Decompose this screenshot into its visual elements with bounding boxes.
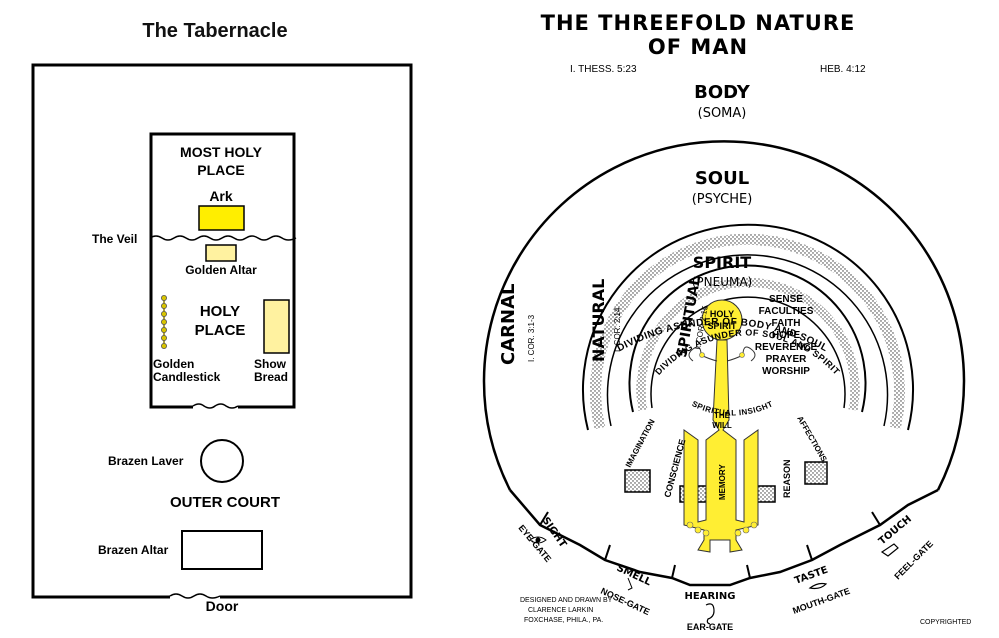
mouth-icon bbox=[808, 582, 828, 590]
ear-gate-label: EAR-GATE bbox=[687, 622, 733, 632]
spirit-ring-dots bbox=[636, 277, 860, 411]
door-label: Door bbox=[206, 598, 239, 614]
holy-spirit-label-2: SPIRIT bbox=[707, 321, 737, 331]
the-will-label-1: THE bbox=[714, 411, 731, 420]
door-curtain bbox=[169, 593, 221, 599]
body-circle bbox=[482, 140, 966, 491]
credit-line-2: CLARENCE LARKIN bbox=[528, 607, 593, 614]
spirit-ring-inner bbox=[650, 296, 846, 409]
holy-spirit-stream bbox=[683, 299, 759, 553]
show-bread-label-2: Bread bbox=[254, 370, 288, 384]
brazen-altar-box bbox=[181, 530, 263, 570]
soul-label: SOUL bbox=[695, 168, 749, 189]
show-bread-label-1: Show bbox=[254, 357, 287, 371]
candlestick-label-1: Golden bbox=[153, 357, 194, 371]
natural-label: NATURAL bbox=[589, 279, 608, 362]
carnal-label: CARNAL bbox=[498, 284, 519, 365]
most-holy-label-2: PLACE bbox=[197, 162, 244, 178]
spiritual-insight-label: SPIRITUAL INSIGHT bbox=[690, 399, 774, 417]
faculty-worship: WORSHIP bbox=[762, 366, 810, 377]
credit-line-1: DESIGNED AND DRAWN BY bbox=[520, 597, 613, 604]
spirit-greek-label: (PNEUMA) bbox=[692, 275, 753, 289]
reason-label: REASON bbox=[782, 459, 792, 498]
feel-gate-label: FEEL-GATE bbox=[892, 539, 935, 582]
carnal-ref: I. COR. 3:1-3 bbox=[527, 314, 536, 362]
imagination-label: IMAGINATION bbox=[624, 418, 657, 469]
copyright-label: COPYRIGHTED bbox=[920, 619, 971, 626]
soul-greek-label: (PSYCHE) bbox=[692, 192, 753, 207]
brazen-laver-circle bbox=[200, 439, 244, 483]
faculty-faculties: FACULTIES bbox=[759, 306, 814, 317]
tabernacle-diagram: MOST HOLY PLACE Ark The Veil Golden Alta… bbox=[31, 63, 413, 614]
golden-altar-label: Golden Altar bbox=[185, 263, 257, 277]
touch-label: TOUCH bbox=[877, 514, 914, 548]
nose-icon bbox=[627, 577, 633, 591]
gates-line bbox=[509, 488, 939, 587]
candlestick-label-2: Candlestick bbox=[153, 370, 221, 384]
faculty-hope: HOPE bbox=[772, 330, 801, 341]
ark-label: Ark bbox=[209, 188, 233, 204]
the-will-label-2: WILL bbox=[712, 421, 732, 430]
tabernacle-title: The Tabernacle bbox=[142, 20, 288, 42]
tabernacle-entrance bbox=[192, 403, 239, 409]
hearing-label: HEARING bbox=[685, 591, 736, 602]
holy-spirit-label-1: HOLY bbox=[710, 309, 734, 319]
outer-court-wall bbox=[31, 63, 413, 599]
faculty-sense: SENSE bbox=[769, 294, 803, 305]
golden-candlestick-icon bbox=[160, 294, 167, 349]
holy-place-label-1: HOLY bbox=[200, 303, 240, 320]
hand-icon bbox=[880, 543, 899, 557]
brazen-laver-label: Brazen Laver bbox=[108, 454, 184, 468]
threefold-diagram: THE THREEFOLD NATURE OF MAN I. THESS. 5:… bbox=[482, 11, 971, 632]
credit-line-3: FOXCHASE, PHILA., PA. bbox=[524, 617, 603, 624]
affections-box bbox=[804, 461, 828, 485]
soul-ring-inner bbox=[606, 254, 889, 427]
affections-label: AFFECTIONS bbox=[795, 415, 829, 464]
spirit-stream-dots bbox=[686, 352, 758, 537]
eye-icon bbox=[529, 536, 547, 544]
threefold-title-1: THE THREEFOLD NATURE bbox=[541, 11, 856, 35]
faculty-prayer: PRAYER bbox=[766, 354, 808, 365]
soul-ring-outer bbox=[582, 223, 914, 431]
show-bread-box bbox=[263, 299, 290, 354]
spirit-label: SPIRIT bbox=[693, 253, 751, 272]
brazen-altar-label: Brazen Altar bbox=[98, 543, 169, 557]
ref-right: HEB. 4:12 bbox=[820, 64, 866, 75]
most-holy-label-1: MOST HOLY bbox=[180, 144, 263, 160]
golden-altar-box bbox=[205, 244, 237, 262]
veil-line bbox=[149, 235, 297, 241]
imagination-box bbox=[624, 469, 651, 493]
outer-court-label: OUTER COURT bbox=[170, 494, 280, 511]
body-greek-label: (SOMA) bbox=[698, 106, 747, 121]
memory-label: MEMORY bbox=[718, 464, 727, 500]
sight-label: SIGHT bbox=[540, 515, 569, 550]
faculty-faith: FAITH bbox=[772, 318, 801, 329]
threefold-title-2: OF MAN bbox=[648, 35, 748, 59]
mouth-gate-label: MOUTH-GATE bbox=[791, 586, 851, 616]
holy-place-label-2: PLACE bbox=[195, 322, 246, 339]
veil-label: The Veil bbox=[92, 232, 137, 246]
natural-ref: I. COR. 2:14 bbox=[613, 307, 622, 352]
ref-left: I. THESS. 5:23 bbox=[570, 64, 637, 75]
smell-label: SMELL bbox=[615, 563, 654, 589]
spirit-ring-outer bbox=[628, 264, 867, 413]
body-label: BODY bbox=[694, 82, 751, 103]
soul-ring-dots bbox=[590, 233, 905, 430]
ark-box bbox=[198, 205, 245, 231]
faculty-reverence: REVERENCE bbox=[755, 342, 818, 353]
ear-icon bbox=[705, 603, 715, 625]
